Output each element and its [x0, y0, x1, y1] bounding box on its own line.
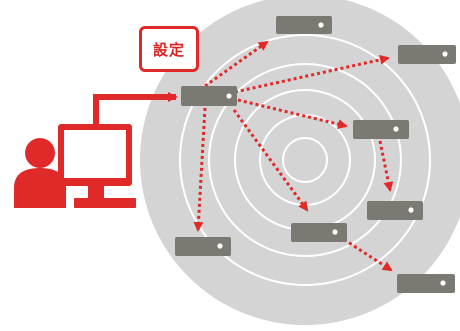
server-node-icon [175, 237, 231, 256]
user-icon [14, 138, 66, 208]
arrow-to-node-top-right [234, 54, 390, 94]
config-label: 設定 [139, 26, 199, 72]
server-node-icon [398, 45, 456, 64]
arrow-center-to-bottom-right [333, 231, 393, 272]
server-node-icon [397, 274, 455, 293]
server-node-icon [367, 201, 423, 220]
user-workstation [14, 92, 178, 208]
config-label-text: 設定 [152, 40, 185, 59]
connection-arrow [93, 92, 178, 124]
server-node-icon [181, 86, 237, 106]
server-node-icon [276, 16, 332, 34]
arrow-to-node-top [204, 40, 269, 88]
config-arrows [193, 40, 394, 272]
arrow-to-node-bottom-left [193, 107, 207, 232]
server-node-icon [353, 120, 409, 139]
monitor-icon [58, 124, 136, 208]
server-node-icon [291, 223, 347, 242]
arrow-to-node-mid-right [237, 98, 348, 129]
server-nodes [175, 16, 456, 293]
arrow-mid-to-low-right [378, 140, 394, 192]
arrow-to-node-center [232, 109, 309, 212]
